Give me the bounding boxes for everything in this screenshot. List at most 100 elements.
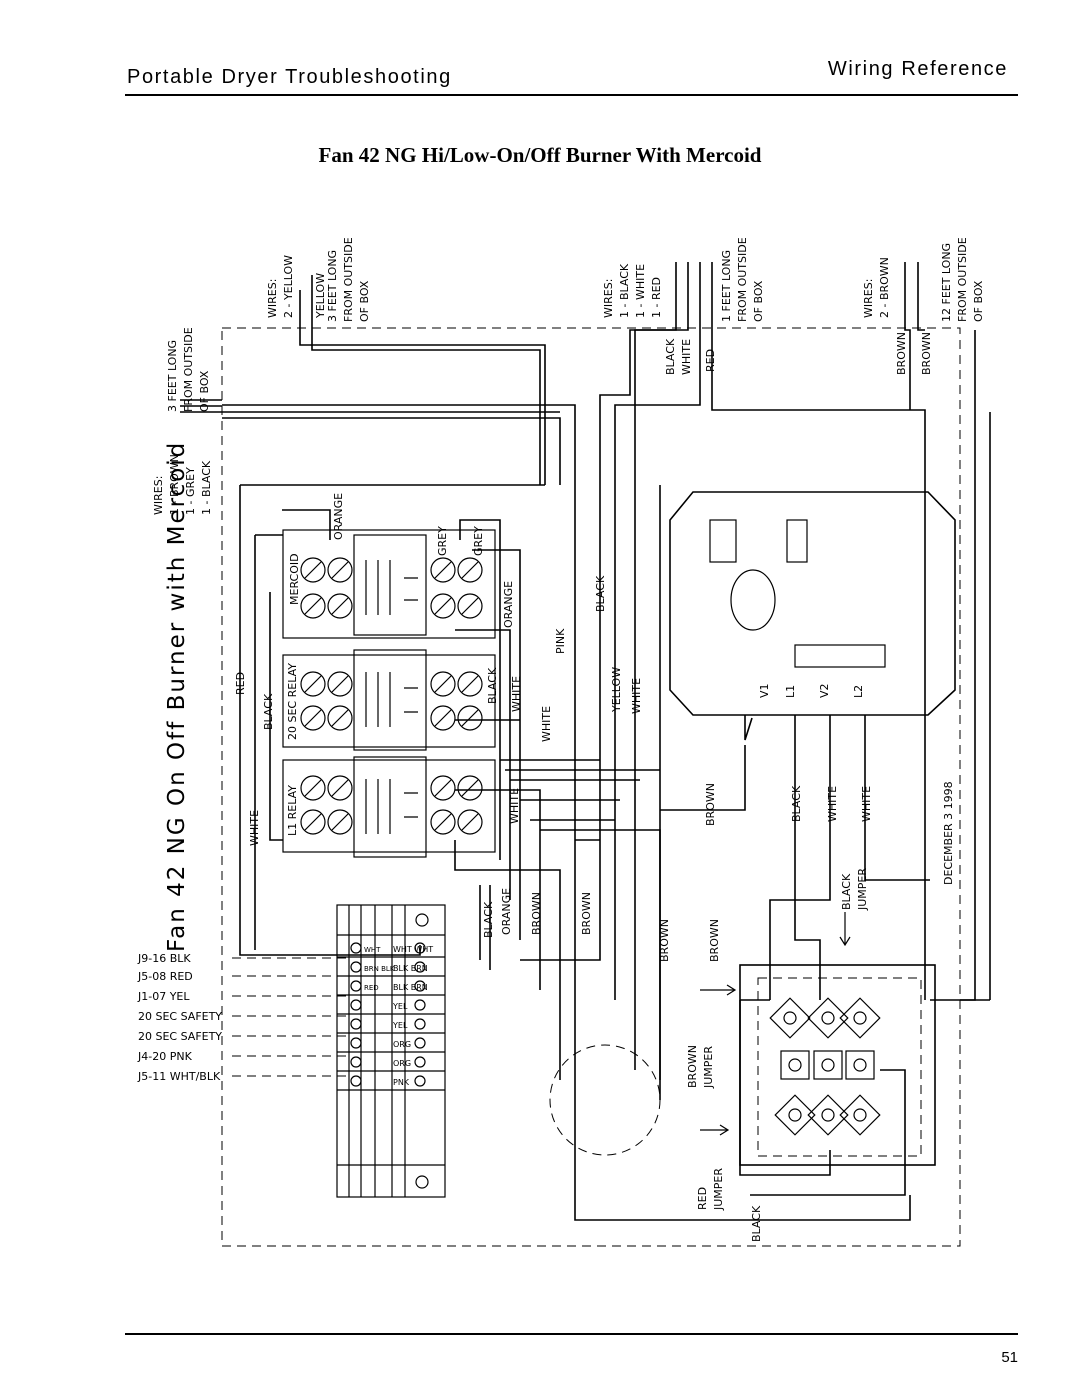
screw-terminal: [430, 809, 456, 835]
diagram-date: DECEMBER 3 1998: [942, 781, 955, 885]
motor-terminals: [769, 997, 881, 1136]
wire-note-line: WIRES:: [862, 279, 875, 318]
terminal-strip-row: YEL: [337, 999, 445, 1015]
wire-note-line: WIRES:: [266, 279, 279, 318]
wire-notes: WIRES: 1 - BROWN 1 - GREY 1 - BLACK 3 FE…: [152, 237, 985, 515]
strip-right-tag: BLK BRN: [393, 983, 428, 992]
connection-label: J5-11 WHT/BLK: [137, 1070, 221, 1083]
screw-terminal: [300, 593, 326, 619]
connection-label: 20 SEC SAFETY: [138, 1030, 222, 1043]
screw-terminals: [300, 557, 483, 835]
wire-note-line: 1 - BLACK: [618, 263, 631, 318]
terminal-strip-body: [336, 904, 446, 1198]
connection-label: J1-07 YEL: [137, 990, 190, 1003]
module-window: [709, 519, 737, 563]
wire-note-line: WIRES:: [602, 279, 615, 318]
wire-label-white: WHITE: [248, 810, 261, 846]
top-wire-labels: YELLOW BLACK WHITE RED BROWN BROWN: [314, 273, 933, 375]
connection-label: J4-20 PNK: [137, 1050, 193, 1063]
strip-left-tag: BRN BLK: [364, 965, 395, 973]
wire-note-line: FROM OUTSIDE: [182, 327, 195, 412]
relay-block: MERCOID 20 SEC RELAY L1 RELAY: [282, 529, 496, 858]
screw-terminal: [300, 775, 326, 801]
connection-label: J5-08 RED: [137, 970, 193, 983]
wire-label-red: RED: [234, 672, 247, 695]
connection-label: J9-16 BLK: [137, 952, 191, 965]
motor-terminal: [780, 1050, 810, 1080]
terminal-strip-row: ORG: [337, 1056, 445, 1072]
screw-terminal: [300, 705, 326, 731]
wire-label-brown: BROWN: [658, 919, 671, 962]
wire-label-brown: BROWN: [530, 892, 543, 935]
strip-left-tag: WHT: [364, 946, 381, 954]
wire-label-black: BLACK: [750, 1205, 763, 1242]
screw-terminal: [457, 593, 483, 619]
page-title: Fan 42 NG Hi/Low-On/Off Burner With Merc…: [318, 143, 762, 167]
relay-label-20-sec: 20 SEC RELAY: [286, 663, 299, 740]
header-rule: [125, 94, 1018, 96]
module-window: [786, 519, 808, 563]
screw-terminal: [327, 705, 353, 731]
screw-terminal: [430, 671, 456, 697]
wire-note-line: FROM OUTSIDE: [956, 237, 969, 322]
terminal-strip-row: WHT WHT WHT: [337, 942, 445, 958]
screw-terminal: [300, 809, 326, 835]
wire-note-line: 3 FEET LONG: [326, 250, 339, 322]
relay-mercoid: [282, 529, 496, 639]
screw-terminal: [430, 593, 456, 619]
screw-terminal: [327, 671, 353, 697]
wire-note-line: FROM OUTSIDE: [342, 237, 355, 322]
header-section-title: Portable Dryer Troubleshooting: [127, 66, 452, 88]
screw-terminal: [327, 809, 353, 835]
relay-wire-labels: RED BLACK WHITE ORANGE GREY GREY ORANGE …: [234, 493, 643, 938]
wire-label-white: WHITE: [540, 706, 553, 742]
strip-right-tag: BLK BRN: [393, 964, 428, 973]
screw-terminal: [457, 809, 483, 835]
wire-note-line: 1 - BLACK: [200, 460, 213, 515]
motor-wiring: [739, 330, 991, 1196]
screw-terminal: [457, 671, 483, 697]
wire-label-white: WHITE: [826, 786, 839, 822]
control-module-wiring: [574, 485, 930, 1221]
wire-note-line: 1 FEET LONG: [720, 250, 733, 322]
wire-label-brown: BROWN: [580, 892, 593, 935]
strip-right-tag: PNK: [393, 1078, 410, 1087]
header-reference-label: Wiring Reference: [827, 58, 1008, 80]
motor-terminal-block: [739, 964, 936, 1166]
terminal-v2: V2: [818, 683, 831, 698]
relay-l1: [282, 759, 496, 853]
screw-terminal: [430, 705, 456, 731]
wire-label-white: WHITE: [680, 339, 693, 375]
screw-terminal: [300, 671, 326, 697]
control-module-body: [669, 491, 956, 716]
strip-right-tag: WHT WHT: [393, 945, 433, 954]
wire-note-line: OF BOX: [358, 280, 371, 322]
wire-label-white: WHITE: [508, 788, 521, 824]
wire-note-line: 12 FEET LONG: [940, 243, 953, 322]
strip-right-tag: ORG: [393, 1059, 411, 1068]
wire-label-pink: PINK: [554, 628, 567, 654]
jumper-label: BLACK: [840, 873, 853, 910]
screw-terminal: [457, 705, 483, 731]
terminal-v1: V1: [758, 683, 771, 698]
wire-note-line: OF BOX: [972, 280, 985, 322]
wire-label-grey: GREY: [436, 526, 449, 556]
wire-note-line: 1 - RED: [650, 277, 663, 318]
relay-core: [353, 534, 427, 636]
motor-terminal: [845, 1050, 875, 1080]
wire-label-white: WHITE: [860, 786, 873, 822]
motor-terminal: [813, 1050, 843, 1080]
screw-terminal: [457, 775, 483, 801]
relay-label-mercoid: MERCOID: [288, 553, 301, 605]
incoming-wire-bundles: [180, 262, 926, 1000]
connection-leads: [232, 957, 350, 1077]
terminal-strip-row: YEL: [337, 1018, 445, 1034]
wire-label-yellow: YELLOW: [610, 667, 623, 713]
screw-terminal: [327, 593, 353, 619]
module-knob: [730, 569, 776, 631]
footer-rule: [125, 1333, 1018, 1335]
enclosure-outline: [221, 327, 961, 1247]
jumper-arrows: [700, 912, 851, 1136]
